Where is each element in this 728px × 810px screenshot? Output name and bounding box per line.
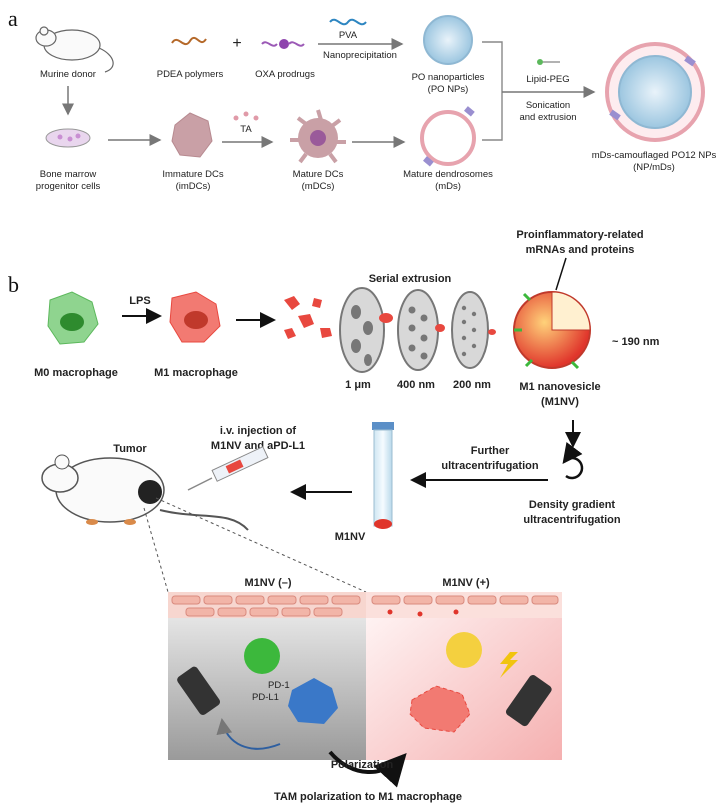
filter-400nm-icon (397, 289, 439, 371)
m1nv-minus-panel (168, 592, 366, 760)
panel-b-label: b (8, 272, 19, 297)
mdc-label-line1: Mature DCs (293, 169, 344, 180)
sonication-label-line1: Sonication (526, 100, 570, 111)
proinflam-label-line2: mRNAs and proteins (526, 244, 635, 256)
injection-label-line1: i.v. injection of (220, 425, 297, 437)
bm-label-line1: Bone marrow (40, 169, 97, 180)
proinflam-label-line1: Proinflammatory-related (516, 229, 643, 241)
injection-label-line2: M1NV and aPD-L1 (211, 440, 305, 452)
m0-macrophage-icon (47, 291, 99, 345)
pd1-label: PD-1 (268, 680, 290, 691)
lipid-peg-label: Lipid-PEG (526, 74, 569, 85)
imdc-label-line2: (imDCs) (176, 181, 211, 192)
sonication-label-line2: and extrusion (519, 112, 576, 123)
cell-fragments-icon (284, 296, 332, 339)
blue-return-arrow (216, 718, 281, 750)
pore-2-label: 400 nm (397, 379, 435, 391)
further-label-line1: Further (471, 445, 510, 457)
imdc-label-line1: Immature DCs (162, 169, 223, 180)
filter-1um-icon (339, 287, 385, 373)
pore-1-label: 1 μm (345, 379, 371, 391)
ta-dots-icon (233, 111, 259, 121)
m1-nanovesicle-icon (513, 291, 591, 370)
centrifuge-tube-icon (372, 422, 394, 529)
pdl1-label: PD-L1 (252, 692, 279, 703)
tube-label: M1NV (335, 531, 366, 543)
m2-macrophage-blue-icon (288, 678, 338, 724)
zoom-line-right (155, 497, 367, 593)
figure-caption: TAM polarization to M1 macrophage (274, 791, 462, 803)
oxa-prodrugs-label: OXA prodrugs (255, 69, 315, 80)
mdc-cell-icon (290, 109, 346, 164)
size-label: ~ 190 nm (612, 336, 660, 348)
po-np-label-line1: PO nanoparticles (412, 72, 485, 83)
lipid-peg-icon (537, 59, 560, 65)
np-mds-icon (605, 42, 705, 142)
m1-macrophage-icon (169, 291, 221, 343)
syringe-icon (187, 446, 269, 491)
mouse-with-tumor-icon (41, 454, 249, 531)
density-label-line1: Density gradient (529, 499, 616, 511)
further-label-line2: ultracentrifugation (441, 460, 538, 472)
zoom-line-left (143, 507, 169, 593)
pore-3-label: 200 nm (453, 379, 491, 391)
murine-donor-label: Murine donor (40, 69, 96, 80)
extruded-droplets-icon (379, 313, 496, 335)
filter-200nm-icon (451, 291, 489, 369)
m1-label: M1 macrophage (154, 367, 238, 379)
density-label-line2: ultracentrifugation (523, 514, 620, 526)
m1nv-label-line1: M1 nanovesicle (519, 381, 600, 393)
merge-bracket (482, 41, 503, 141)
po-np-label-line2: (PO NPs) (428, 84, 469, 95)
np-mds-label-line1: mDs-camouflaged PO12 NPs (592, 150, 717, 161)
serial-extrusion-label: Serial extrusion (369, 273, 452, 285)
np-mds-label-line2: (NP/mDs) (633, 162, 675, 173)
pdea-polymer-icon (171, 36, 207, 46)
m1nv-plus-label: M1NV (+) (442, 577, 490, 589)
md-label-line1: Mature dendrosomes (403, 169, 493, 180)
plus-sign: + (232, 35, 241, 52)
bm-label-line2: progenitor cells (36, 181, 101, 192)
centrifuge-icon (562, 442, 584, 480)
po-nanoparticle-icon (423, 15, 473, 65)
md-label-line2: (mDs) (435, 181, 461, 192)
imdc-cell-icon (171, 112, 213, 158)
polarization-label: Polarization (331, 759, 394, 771)
polarization-arrow (328, 750, 407, 788)
petri-dish-icon (45, 128, 91, 148)
ta-label: TA (240, 124, 252, 135)
nanoprecipitation-label: Nanoprecipitation (323, 50, 397, 61)
m1nv-plus-panel (366, 592, 562, 760)
t-cell-green-icon (244, 638, 280, 674)
t-cell-yellow-icon (446, 632, 482, 668)
m1-macrophage-red-icon (409, 685, 471, 733)
tumor-cell-gray-icon (177, 666, 221, 715)
m1nv-label-line2: (M1NV) (541, 396, 579, 408)
tumor-label: Tumor (113, 443, 147, 455)
m0-label: M0 macrophage (34, 367, 118, 379)
lps-label: LPS (129, 295, 150, 307)
oxa-prodrug-icon (261, 39, 305, 49)
pva-icon (329, 18, 367, 26)
tumor-cell-right-icon (505, 675, 552, 727)
dendrosome-icon (420, 106, 476, 167)
m1nv-minus-label: M1NV (–) (244, 577, 291, 589)
pva-label: PVA (339, 30, 358, 41)
lightning-icon (500, 652, 518, 678)
panel-a-label: a (8, 6, 18, 31)
pdea-polymers-label: PDEA polymers (157, 69, 224, 80)
proinflam-pointer (555, 257, 567, 291)
mouse-icon (35, 26, 114, 73)
mdc-label-line2: (mDCs) (302, 181, 335, 192)
